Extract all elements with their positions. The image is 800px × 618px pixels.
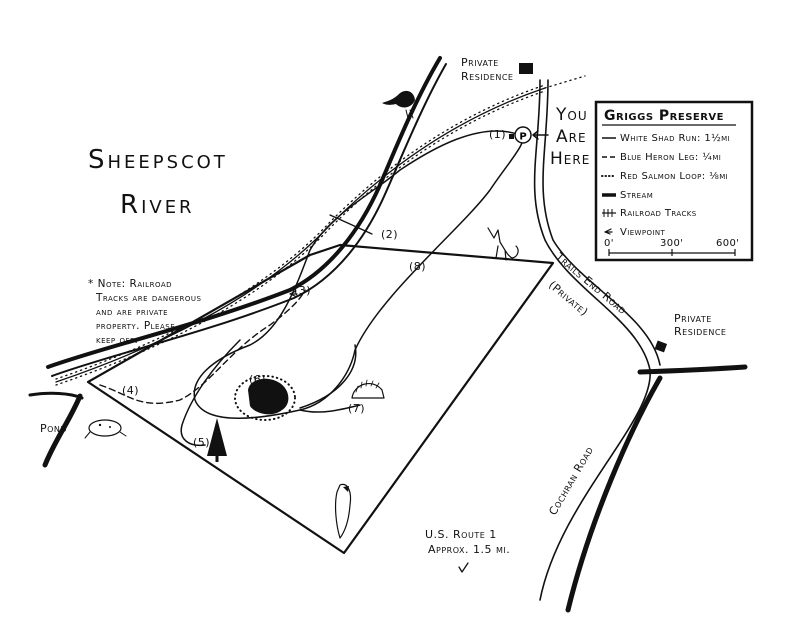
river-label-line2: River	[120, 190, 195, 220]
legend: Griggs Preserve White Shad Run: 1½mi Blu…	[594, 100, 754, 262]
note-line2: Tracks are dangerous	[95, 292, 201, 304]
house-icon	[519, 63, 533, 74]
legend-item-red-salmon: Red Salmon Loop: ⅛mi	[620, 171, 728, 182]
route-label-line2: Approx. 1.5 mi.	[428, 543, 510, 556]
waypoint-6: (6)	[249, 373, 266, 386]
pond-shoreline	[42, 393, 83, 468]
river-shoreline-inner	[51, 63, 447, 377]
you-are-here-line1: You	[555, 105, 588, 125]
route-label-line1: U.S. Route 1	[425, 528, 497, 541]
railroad-note: * Note: Railroad Tracks are dangerous an…	[88, 278, 201, 346]
trails-end-road	[533, 79, 661, 601]
legend-item-white-shad: White Shad Run: 1½mi	[620, 132, 730, 144]
you-are-here-line2: Are	[556, 127, 587, 147]
river-shoreline	[46, 56, 442, 369]
waypoint-5: (5)	[193, 436, 210, 449]
legend-scale-600: 600'	[716, 238, 739, 249]
parking-icon: P	[509, 126, 532, 144]
cochran-road	[637, 364, 748, 375]
legend-viewpoint-icon	[604, 228, 613, 235]
private-residence-top-line2: Residence	[461, 70, 513, 83]
waypoint-3: (3)	[294, 284, 311, 297]
private-residence-top-line1: Private	[461, 56, 499, 69]
kingfisher-icon	[382, 90, 415, 119]
hedgehog-icon	[351, 379, 385, 399]
route-arrow	[458, 562, 469, 573]
private-residence-right-line1: Private	[674, 312, 712, 325]
private-residence-right-line2: Residence	[674, 325, 726, 338]
cochran-road-label: Cochran Road	[546, 444, 596, 517]
waypoint-1: (1)	[489, 128, 506, 141]
pond-label: Pond	[40, 422, 67, 435]
woodpecker-icon	[334, 483, 352, 539]
legend-scale-0: 0'	[604, 238, 614, 249]
legend-item-blue-heron: Blue Heron Leg: ¼mi	[620, 151, 721, 163]
legend-item-railroad: Railroad Tracks	[620, 208, 697, 219]
waypoint-8: (8)	[409, 260, 426, 273]
viewpoint-icon	[289, 290, 298, 297]
pine-tree-icon	[207, 418, 227, 462]
river-label-line1: Sheepscot	[88, 145, 228, 175]
legend-scale-bar	[608, 249, 736, 256]
trail-blue-heron-leg	[99, 289, 306, 404]
preserve-boundary	[86, 243, 555, 555]
waypoint-4: (4)	[122, 384, 139, 397]
note-line1: * Note: Railroad	[88, 278, 172, 290]
note-line5: keep off.	[96, 334, 138, 346]
note-line4: property. Please	[96, 320, 175, 332]
note-line3: and are private	[96, 306, 168, 318]
you-are-here-arrow	[532, 130, 549, 140]
legend-railroad-line	[602, 209, 616, 217]
legend-title: Griggs Preserve	[604, 108, 724, 124]
fox-icon	[487, 227, 519, 261]
waypoint-2: (2)	[381, 228, 398, 241]
house-icon	[654, 340, 668, 353]
legend-item-stream: Stream	[620, 190, 653, 201]
legend-item-viewpoint: Viewpoint	[620, 227, 665, 238]
legend-scale-300: 300'	[660, 238, 683, 249]
trail-white-shad-run	[193, 130, 524, 419]
frog-icon	[84, 419, 127, 439]
you-are-here-line3: Here	[550, 149, 590, 169]
waypoint-7: (7)	[348, 402, 365, 415]
wetland-area	[248, 378, 289, 415]
parking-label: P	[519, 132, 526, 143]
trail-red-salmon-loop	[234, 375, 296, 421]
